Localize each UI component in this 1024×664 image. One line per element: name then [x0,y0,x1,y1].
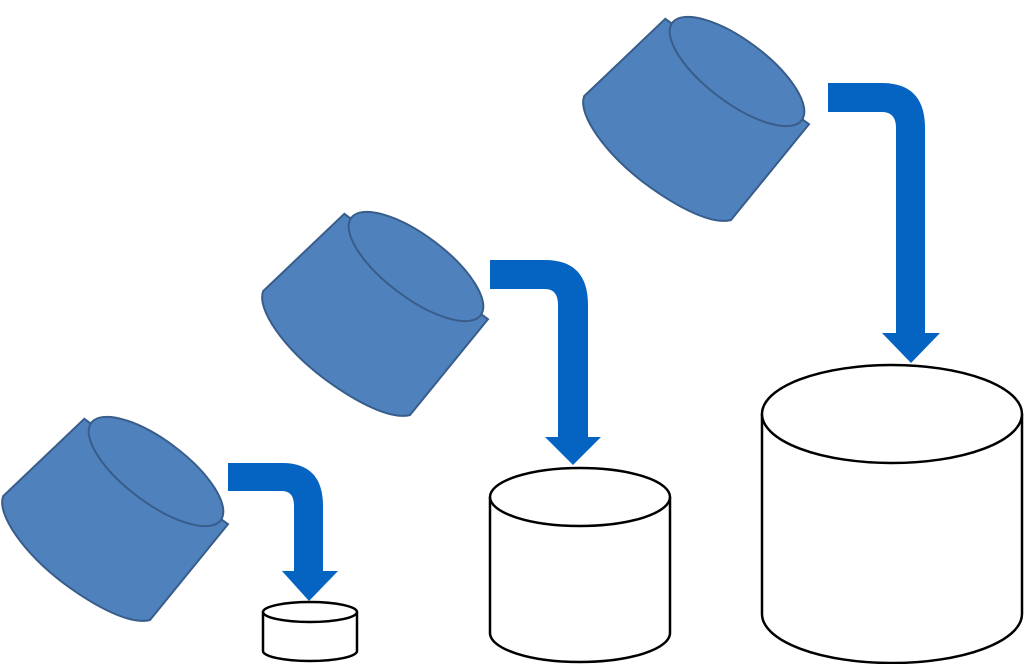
source-cylinder-small [1,415,230,622]
source-cylinder-medium [261,210,490,417]
step-medium [261,210,672,664]
target-cylinder-small [261,600,359,663]
target-cylinder-large [760,363,1024,664]
source-cylinder-large [582,15,811,222]
bent-down-arrow-medium [490,260,601,465]
target-cylinder-body [760,414,1024,664]
source-cylinder-body [261,212,490,417]
target-cylinder-rim [261,600,359,624]
bent-down-arrow-small [228,463,338,601]
target-cylinder-body [488,497,672,664]
target-cylinder-rim [760,363,1024,465]
target-cylinder-medium [488,466,672,664]
target-cylinder-body [261,612,359,663]
step-small [1,415,359,663]
source-cylinder-mouth [87,415,225,528]
source-cylinder-mouth [668,15,806,128]
source-cylinder-body [582,17,811,222]
source-cylinder-body [1,417,230,622]
bent-down-arrow-large [828,83,940,363]
target-cylinder-rim [488,466,672,528]
step-large [582,15,1024,664]
source-cylinder-mouth [347,210,485,323]
